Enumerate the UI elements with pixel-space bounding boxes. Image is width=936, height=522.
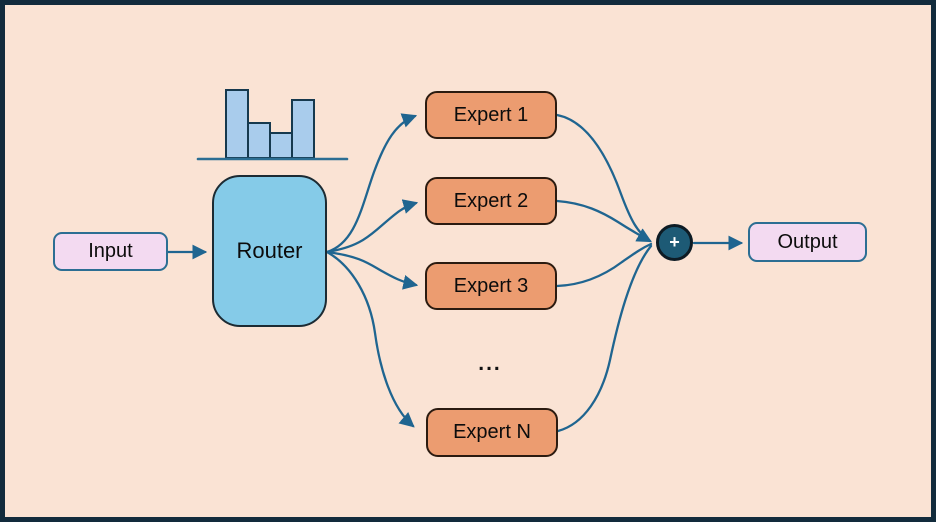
router-node: Router	[212, 175, 327, 327]
histogram-bar	[291, 99, 315, 159]
expert-2-node: Expert 2	[425, 177, 557, 225]
expert-n-label: Expert N	[453, 421, 531, 443]
expert-3-label: Expert 3	[453, 274, 529, 297]
histogram-bar	[269, 132, 293, 159]
histogram-bar	[225, 89, 249, 159]
wire-expert-n-to-sum	[556, 244, 653, 433]
expert-1-node: Expert 1	[425, 91, 557, 139]
expert-1-label: Expert 1	[453, 103, 529, 126]
input-label: Input	[88, 240, 133, 262]
arrow-router-to-expert-n	[325, 250, 415, 428]
arrow-router-to-expert-3	[325, 250, 419, 290]
output-node: Output	[748, 222, 867, 262]
plus-icon: +	[669, 231, 680, 252]
arrow-router-to-expert-2	[325, 199, 419, 254]
expert-n-node: Expert N	[426, 408, 558, 457]
experts-ellipsis: ...	[478, 352, 502, 375]
expert-2-label: Expert 2	[453, 189, 529, 212]
input-node: Input	[53, 232, 168, 271]
output-label: Output	[777, 230, 838, 253]
sum-node: +	[656, 224, 693, 261]
arrow-router-to-expert-1	[325, 113, 418, 254]
histogram-icon	[196, 89, 349, 161]
histogram-bar	[247, 122, 271, 159]
router-label: Router	[236, 238, 303, 263]
wire-expert-1-to-sum	[555, 113, 651, 242]
arrow-expert-2-to-sum	[555, 199, 652, 243]
expert-3-node: Expert 3	[425, 262, 557, 310]
wire-expert-3-to-sum	[555, 242, 653, 288]
